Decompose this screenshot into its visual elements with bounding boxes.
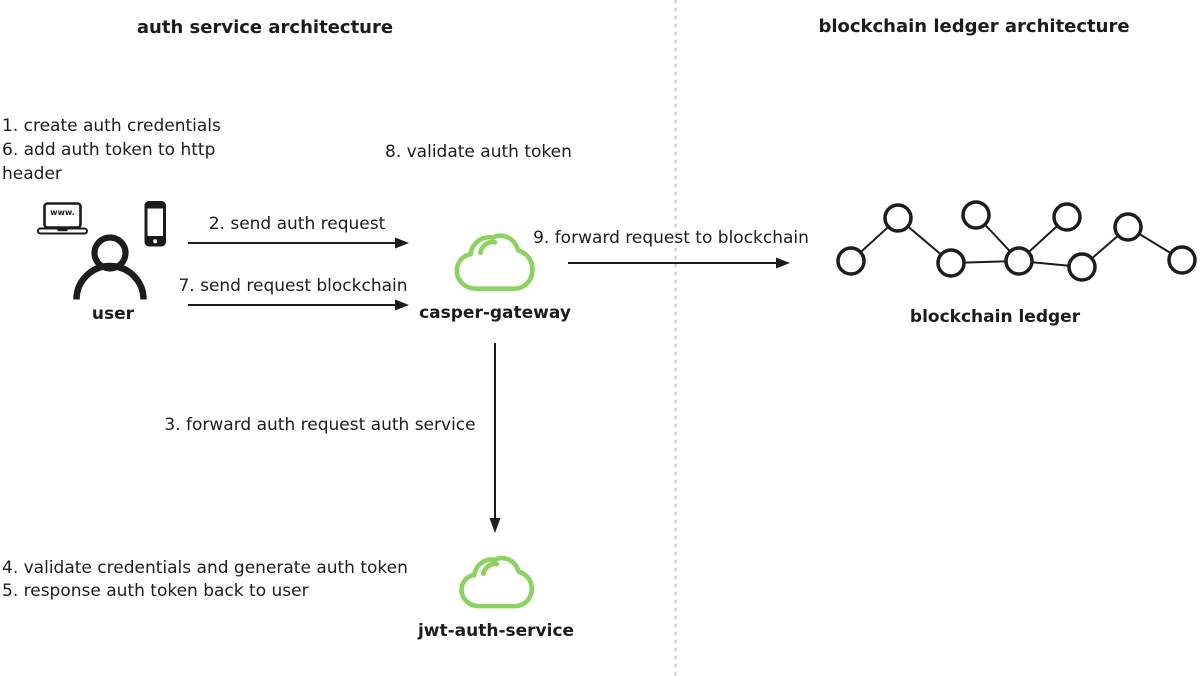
- ledger-node: [961, 200, 991, 230]
- blockchain-ledger-label: blockchain ledger: [909, 307, 1081, 327]
- ledger-node: [1167, 245, 1197, 275]
- steps-4-5-text: 4. validate credentials and generate aut…: [2, 557, 408, 603]
- ledger-node: [1052, 202, 1082, 232]
- user-icon: [37, 201, 166, 300]
- step-8-text: 8. validate auth token: [385, 142, 572, 162]
- ledger-node: [1067, 252, 1097, 282]
- ledger-node: [883, 203, 913, 233]
- step-9-text: 9. forward request to blockchain: [533, 228, 809, 248]
- arrow-forward-auth-request: [489, 343, 501, 533]
- step-6-wrap-line: header: [2, 164, 62, 184]
- step-5-line: 5. response auth token back to user: [2, 581, 309, 601]
- step-2-text: 2. send auth request: [208, 214, 386, 234]
- auth-architecture-title: auth service architecture: [136, 17, 394, 38]
- step-7-text: 7. send request blockchain: [178, 276, 408, 296]
- ledger-node: [1113, 212, 1143, 242]
- ledger-node: [1004, 246, 1034, 276]
- casper-gateway-cloud-icon: [457, 236, 533, 289]
- person-icon: [73, 234, 147, 300]
- step-1-line: 1. create auth credentials: [2, 116, 221, 136]
- arrow-send-request-blockchain: [188, 299, 409, 311]
- step-3-text: 3. forward auth request auth service: [164, 415, 476, 435]
- ledger-node: [936, 248, 966, 278]
- arrow-forward-request-blockchain: [568, 257, 790, 269]
- ledger-node: [836, 246, 866, 276]
- jwt-auth-service-label: jwt-auth-service: [417, 621, 575, 641]
- blockchain-graph: [836, 200, 1197, 282]
- jwt-auth-service-cloud-icon: [462, 558, 532, 606]
- steps-1-6-text: 1. create auth credentials 6. add auth t…: [2, 114, 221, 186]
- laptop-icon: [37, 202, 88, 235]
- step-6-line: 6. add auth token to http: [2, 140, 216, 160]
- arrow-send-auth-request: [188, 237, 409, 249]
- blockchain-architecture-title: blockchain ledger architecture: [818, 16, 1130, 37]
- step-4-line: 4. validate credentials and generate aut…: [2, 558, 408, 578]
- user-label: user: [91, 304, 135, 324]
- casper-gateway-label: casper-gateway: [419, 303, 571, 323]
- smartphone-icon: [144, 201, 166, 247]
- laptop-screen-text: www.: [50, 208, 75, 217]
